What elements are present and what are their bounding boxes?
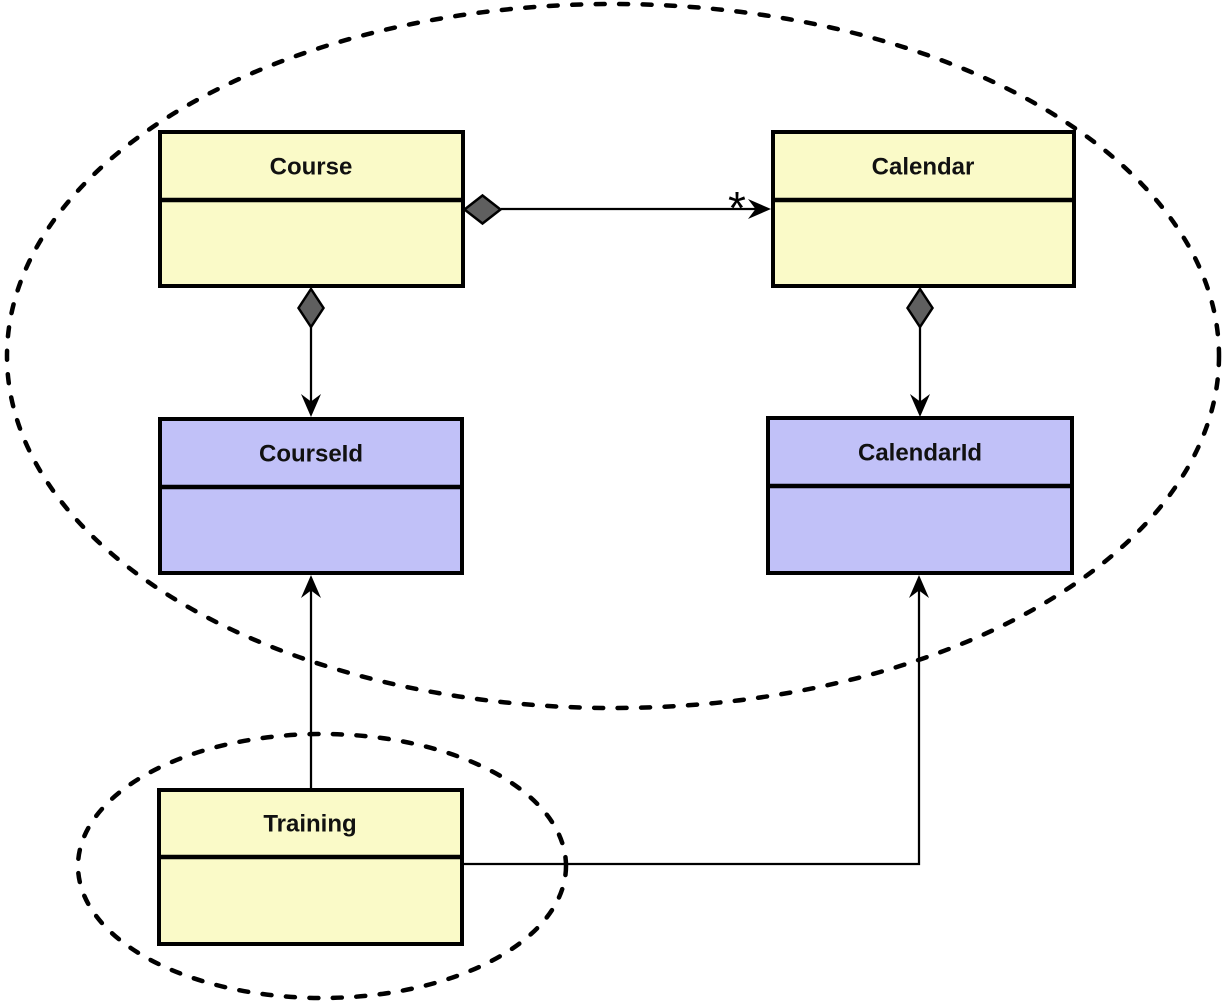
arrowhead-icon [748,199,771,219]
aggregation-diamond-icon [906,286,934,330]
class-box-calendar-body [771,130,1076,288]
class-title-calendarid: CalendarId [858,440,982,467]
class-box-calendar: Calendar [771,130,1076,288]
aggregation-diamond-icon [297,286,325,330]
class-title-calendar: Calendar [872,154,975,181]
class-box-calendarid-body [766,416,1074,575]
class-box-courseid: CourseId [158,417,464,575]
aggregation-diamond-icon [462,193,503,226]
boundary-ellipse-small [75,731,569,1001]
boundary-ellipse-large [4,1,1222,711]
arrowhead-icon [909,575,929,598]
class-title-courseid: CourseId [259,441,363,468]
multiplicity-label: * [728,182,746,234]
class-box-course: Course [158,130,465,288]
class-box-courseid-body [158,417,464,575]
class-title-training: Training [263,811,356,838]
class-title-course: Course [270,154,353,181]
class-box-course-body [158,130,465,288]
class-box-calendarid: CalendarId [766,416,1074,575]
edge-training-calendarid-line [462,586,921,866]
class-box-training-body [157,788,464,946]
arrowhead-icon [910,394,930,417]
arrowhead-icon [301,394,321,417]
arrowhead-icon [301,575,321,598]
class-box-training: Training [157,788,464,946]
